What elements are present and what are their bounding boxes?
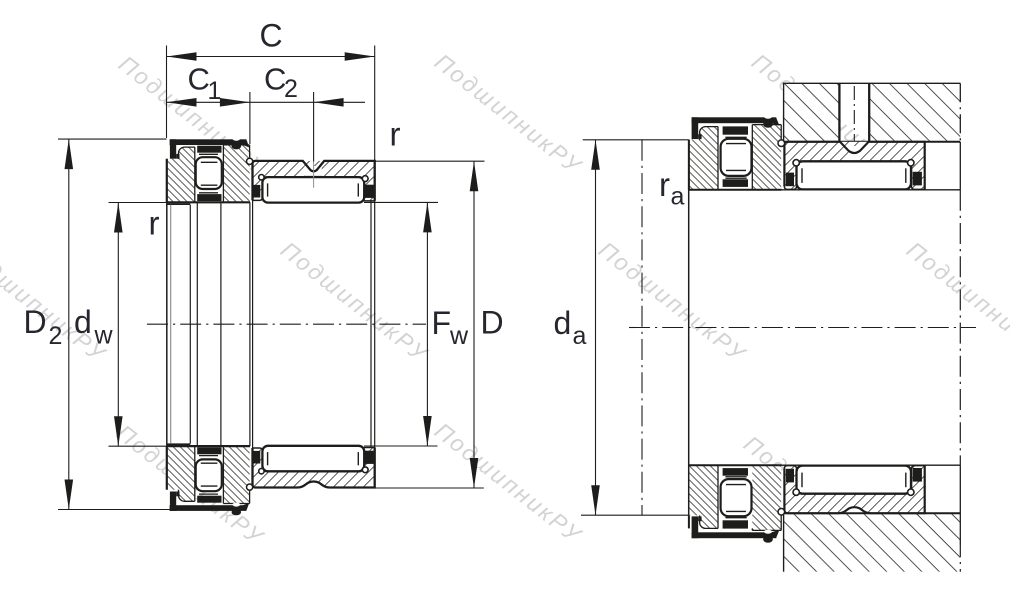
svg-text:d: d [554,305,572,341]
svg-text:D: D [481,305,504,341]
svg-text:a: a [671,183,685,211]
svg-text:D: D [24,304,47,340]
svg-text:C: C [264,62,286,97]
svg-text:C: C [259,18,282,54]
svg-text:1: 1 [208,77,222,105]
svg-text:2: 2 [284,75,298,103]
svg-text:C: C [188,62,210,97]
svg-text:w: w [94,322,114,350]
svg-text:r: r [390,116,401,153]
svg-text:F: F [432,305,452,341]
svg-text:r: r [149,205,160,242]
svg-text:d: d [74,304,92,340]
svg-text:w: w [449,322,469,350]
svg-text:a: a [573,322,587,350]
svg-text:r: r [659,166,670,203]
svg-text:2: 2 [49,322,63,350]
